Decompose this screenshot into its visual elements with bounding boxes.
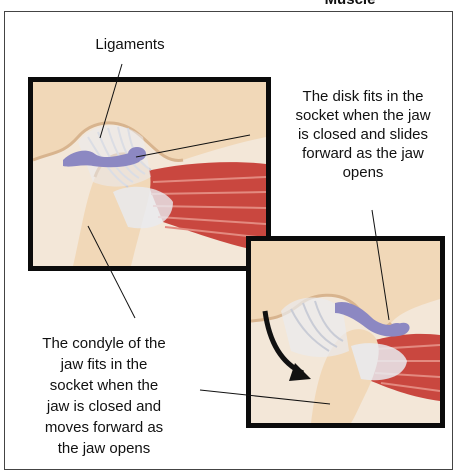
condyle-label-line-6: the jaw opens [14, 438, 194, 459]
disk-label-line-2: socket when the jaw [268, 106, 458, 125]
condyle-leader-line-open [200, 390, 330, 404]
condyle-label-line-2: jaw fits in the [14, 354, 194, 375]
disk-label-line-4: forward as the jaw [268, 144, 458, 163]
disk-label-line-3: is closed and slides [268, 125, 458, 144]
condyle-label: The condyle of the jaw fits in the socke… [14, 333, 194, 459]
disk-leader-line-closed [136, 135, 250, 157]
disk-label: The disk fits in the socket when the jaw… [268, 87, 458, 182]
disk-label-line-1: The disk fits in the [268, 87, 458, 106]
condyle-label-line-4: jaw is closed and [14, 396, 194, 417]
condyle-label-line-3: socket when the [14, 375, 194, 396]
condyle-leader-line-closed [88, 226, 135, 318]
condyle-label-line-5: moves forward as [14, 417, 194, 438]
ligaments-label: Ligaments [60, 36, 200, 53]
ligaments-leader-line [100, 64, 122, 138]
condyle-label-line-1: The condyle of the [14, 333, 194, 354]
disk-leader-line-open [372, 210, 389, 320]
disk-label-line-5: opens [268, 163, 458, 182]
